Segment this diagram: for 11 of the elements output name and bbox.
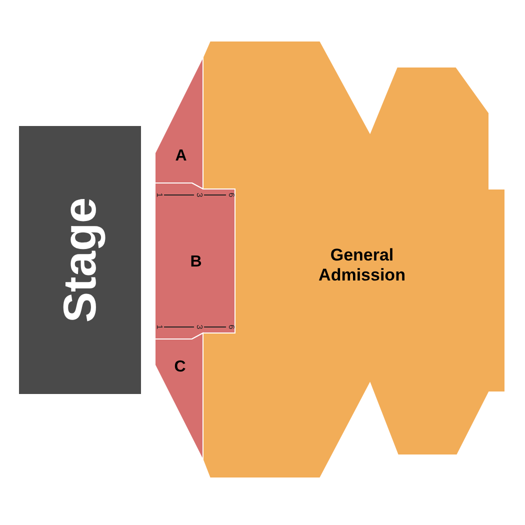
row-number: 3	[195, 192, 203, 198]
row-number: 3	[195, 324, 203, 330]
section-label: A	[175, 146, 187, 166]
row-number: 1	[155, 324, 163, 330]
section-label: C	[174, 357, 186, 377]
section-label: General Admission	[318, 246, 406, 286]
row-number: 6	[227, 324, 235, 330]
section-label: B	[190, 252, 202, 272]
row-number: 6	[227, 192, 235, 198]
stage-label: Stage	[52, 197, 106, 323]
row-number: 1	[155, 192, 163, 198]
